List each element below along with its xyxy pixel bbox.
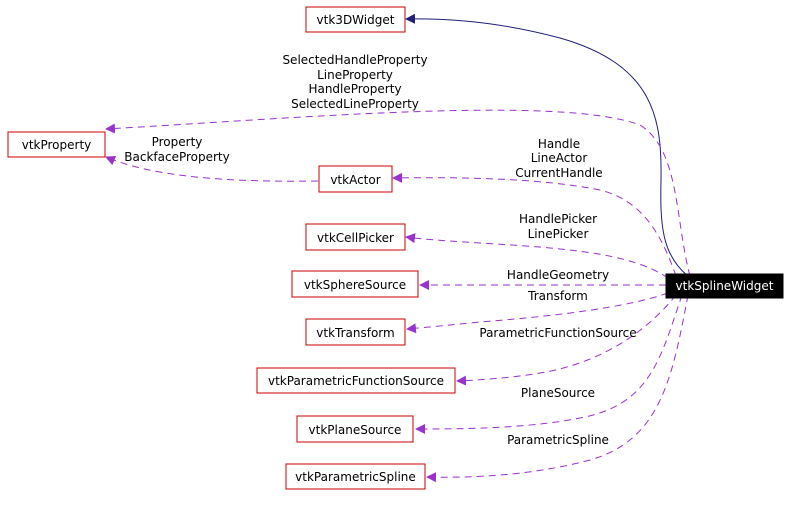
node-vtkparametricspline[interactable]: vtkParametricSpline — [285, 463, 426, 490]
usage-edge-actor-to-property — [105, 155, 319, 182]
node-label: vtkTransform — [316, 326, 394, 340]
node-vtk3dwidget[interactable]: vtk3DWidget — [305, 6, 406, 33]
node-vtkparametricfunctionsource[interactable]: vtkParametricFunctionSource — [256, 367, 456, 394]
edge-label-line: LineProperty — [317, 68, 393, 82]
node-label: vtkCellPicker — [317, 231, 394, 245]
edge-label-widget-properties: SelectedHandleProperty LineProperty Hand… — [282, 53, 427, 111]
usage-edge-splinewidget-to-property — [105, 109, 691, 277]
usage-edge-splinewidget-to-paramfuncsource — [456, 294, 677, 386]
node-vtkactor[interactable]: vtkActor — [318, 165, 393, 193]
node-label: vtkSphereSource — [304, 278, 406, 292]
edge-label-line: CurrentHandle — [515, 166, 602, 180]
node-vtkcellpicker[interactable]: vtkCellPicker — [305, 223, 406, 251]
edge-label-actor-properties: Property BackfaceProperty — [124, 135, 229, 164]
edge-label-paramfuncsource: ParametricFunctionSource — [479, 326, 636, 340]
edge-label-line: HandlePicker — [519, 212, 597, 226]
edge-label-transform: Transform — [527, 289, 588, 303]
usage-edge-splinewidget-to-cellpicker — [405, 233, 669, 279]
node-label: vtkProperty — [22, 138, 92, 152]
edge-label-line: LineActor — [531, 151, 588, 165]
node-vtkspheresource[interactable]: vtkSphereSource — [291, 270, 419, 298]
inheritance-edge-splinewidget-to-3dwidget — [405, 13, 689, 277]
edge-label-planesource: PlaneSource — [521, 386, 595, 400]
node-label: vtkActor — [330, 173, 380, 187]
edge-label-actor: Handle LineActor CurrentHandle — [515, 137, 602, 180]
node-label: vtk3DWidget — [317, 13, 395, 27]
edge-label-spheresource: HandleGeometry — [507, 268, 609, 282]
node-vtkplanesource[interactable]: vtkPlaneSource — [296, 415, 414, 443]
node-vtktransform[interactable]: vtkTransform — [305, 318, 406, 346]
edge-label-line: Property — [152, 135, 203, 149]
edge-label-line: Handle — [538, 137, 580, 151]
edge-label-line: SelectedHandleProperty — [282, 53, 427, 67]
usage-edge-splinewidget-to-actor — [392, 172, 677, 277]
node-vtksplinewidget[interactable]: vtkSplineWidget — [665, 273, 784, 299]
node-vtkproperty[interactable]: vtkProperty — [7, 131, 106, 158]
node-label: vtkSplineWidget — [676, 279, 774, 293]
edge-label-line: LinePicker — [528, 227, 589, 241]
usage-edge-splinewidget-to-planesource — [415, 294, 683, 434]
edge-label-line: SelectedLineProperty — [291, 97, 419, 111]
edge-label-line: BackfaceProperty — [124, 150, 229, 164]
usage-edge-splinewidget-to-transform — [406, 292, 669, 334]
edge-label-cellpicker: HandlePicker LinePicker — [519, 212, 597, 241]
edge-label-paramspline: ParametricSpline — [507, 433, 609, 447]
edge-label-line: HandleProperty — [308, 82, 401, 96]
usage-edge-splinewidget-to-paramspline — [426, 294, 689, 483]
node-label: vtkPlaneSource — [309, 423, 402, 437]
node-label: vtkParametricFunctionSource — [268, 374, 444, 388]
node-label: vtkParametricSpline — [295, 470, 416, 484]
